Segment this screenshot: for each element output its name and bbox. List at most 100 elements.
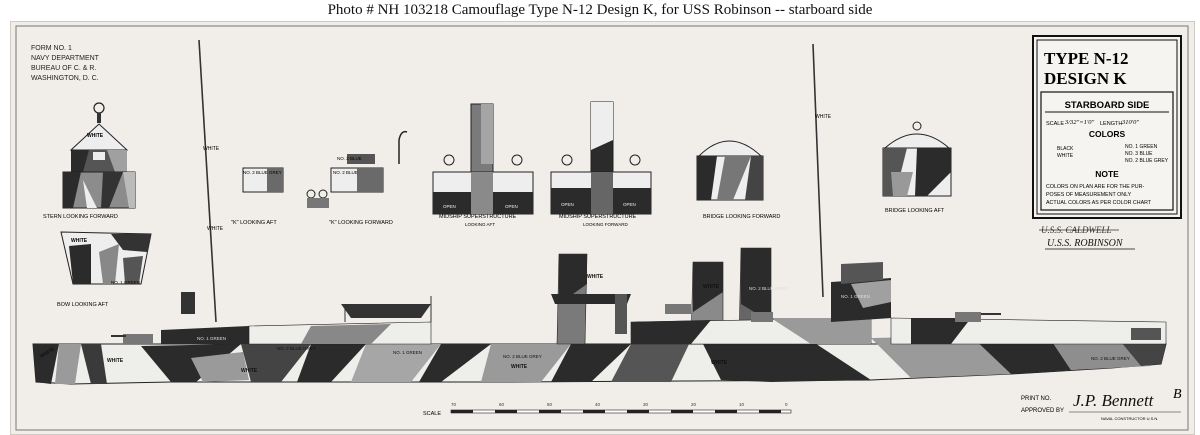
hull-camo xyxy=(351,344,441,382)
searchlight xyxy=(912,121,922,131)
aft-mast xyxy=(198,39,217,323)
camo-patch xyxy=(591,102,613,150)
camo-patch xyxy=(123,256,143,284)
bridge-top xyxy=(841,262,883,284)
scale-label: SCALE xyxy=(423,411,441,417)
white-label: WHITE xyxy=(587,274,604,280)
title-box-frame xyxy=(1032,35,1182,219)
note-heading: NOTE xyxy=(1095,169,1119,179)
hull-camo xyxy=(871,336,1011,378)
white-label: WHITE xyxy=(241,368,258,374)
blue-grey-label: NO. 2 BLUE GREY xyxy=(243,170,282,175)
vent xyxy=(318,189,328,199)
bow-view-label: BOW LOOKING AFT xyxy=(57,302,109,308)
camo-patch xyxy=(357,168,383,192)
scale-tick-label: 0 xyxy=(785,402,788,407)
bridge-top xyxy=(883,133,951,149)
hull-camo xyxy=(701,334,871,382)
camo-patch xyxy=(71,150,89,172)
white-label: WHITE xyxy=(203,146,220,152)
scale-prefix: SCALE xyxy=(1046,121,1064,127)
white-color-label: WHITE xyxy=(1057,153,1074,159)
hull-camo xyxy=(81,344,107,384)
camo-patch xyxy=(107,150,127,172)
fore-mast xyxy=(812,43,824,298)
length-value: 310'0" xyxy=(1121,119,1139,126)
open-label: OPEN xyxy=(443,204,456,209)
white-label: WHITE xyxy=(87,133,104,139)
open-label: OPEN xyxy=(505,204,518,209)
camo-patch xyxy=(745,156,763,200)
green-label: NO. 1 GREEN xyxy=(197,336,226,341)
scale-tick-label: 30 xyxy=(643,402,649,407)
funnel-stay xyxy=(615,294,627,334)
hull-camo xyxy=(551,344,631,382)
hull-camo xyxy=(141,344,241,382)
camo-patch xyxy=(717,156,751,200)
camouflage-drawing: FORM NO. 1 NAVY DEPARTMENT BUREAU OF C. … xyxy=(15,25,1189,431)
c-label: C xyxy=(911,180,915,186)
open-label: OPEN xyxy=(623,202,636,207)
funnel-camo xyxy=(693,262,723,312)
title-box-lower-frame xyxy=(1040,91,1174,211)
white-label: WHITE xyxy=(703,284,720,290)
camo-patch xyxy=(481,104,493,164)
whaleboat xyxy=(341,304,431,318)
plan-border xyxy=(15,25,1189,431)
color-list-item: NO. 2 BLUE GREY xyxy=(1125,158,1169,164)
hull-camo xyxy=(191,352,249,382)
color-list-item: NO. 1 GREEN xyxy=(1125,144,1158,150)
deck-camo xyxy=(911,318,971,344)
blue-label: NO. 2 BLUE xyxy=(333,170,358,175)
camo-patch xyxy=(123,172,135,208)
vent xyxy=(306,189,316,199)
midship-aft-label: MIDSHIP SUPERSTRUCTURE xyxy=(439,214,517,220)
camo-patch xyxy=(591,172,613,214)
form-line: WASHINGTON, D. C. xyxy=(31,75,99,82)
vent xyxy=(511,154,523,166)
camo-patch xyxy=(111,234,151,252)
fwd-gun-mount xyxy=(955,312,981,322)
hull-camo xyxy=(971,336,1071,374)
scale-tick-label: 40 xyxy=(595,402,601,407)
searchlight xyxy=(93,102,105,114)
hull-camo xyxy=(55,344,81,384)
camo-patch xyxy=(99,244,119,284)
blue-grey-label: NO. 2 BLUE GREY xyxy=(749,286,788,291)
camo-patch xyxy=(93,152,105,160)
midship-fwd-sublabel: LOOKING FORWARD xyxy=(583,222,629,227)
k-structure xyxy=(307,198,329,208)
note-line: ACTUAL COLORS AS PER COLOR CHART xyxy=(1046,200,1152,206)
camo-patch xyxy=(697,156,717,200)
midship-aft-view: OPEN OPEN MIDSHIP SUPERSTRUCTURE LOOKING… xyxy=(432,103,534,227)
title-box: TYPE N-12 DESIGN K STARBOARD SIDE SCALE … xyxy=(1032,35,1182,219)
white-label: WHITE xyxy=(815,114,832,120)
bow-gun xyxy=(1131,328,1161,340)
vent xyxy=(443,154,455,166)
k-fwd-view: NO. 2 BLUE NO. 2 BLUE "K" LOOKING FORWAR… xyxy=(306,130,408,226)
title-box-inner-frame xyxy=(1036,39,1178,215)
hull-camo xyxy=(297,344,366,382)
bridge-top xyxy=(697,140,763,157)
camo-patch xyxy=(63,172,81,208)
vent xyxy=(561,154,573,166)
hull-camo xyxy=(481,344,571,382)
k-aft-view: NO. 2 BLUE GREY "K" LOOKING AFT xyxy=(231,167,284,226)
corner-mark: B xyxy=(1173,387,1182,402)
funnel-camo xyxy=(741,248,771,322)
type-title: TYPE N-12 xyxy=(1044,49,1129,68)
bridge-aft-view: C BRIDGE LOOKING AFT xyxy=(882,121,952,214)
midship-fwd-label: MIDSHIP SUPERSTRUCTURE xyxy=(559,214,637,220)
bridge-aft-label: BRIDGE LOOKING AFT xyxy=(885,208,945,214)
current-ship-name: U.S.S. ROBINSON xyxy=(1047,238,1124,249)
deck-camo xyxy=(771,318,871,344)
white-label: WHITE xyxy=(711,360,728,366)
signature: J.P. Bennett xyxy=(1073,391,1155,410)
starboard-side-label: STARBOARD SIDE xyxy=(1065,100,1150,111)
form-line: NAVY DEPARTMENT xyxy=(31,55,100,62)
photo-caption: Photo # NH 103218 Camouflage Type N-12 D… xyxy=(327,2,873,18)
k-aft-label: "K" LOOKING AFT xyxy=(231,220,277,226)
blue-label: NO. 2 BLUE xyxy=(337,156,362,161)
stern-view: WHITE STERN LOOKING FORWARD xyxy=(43,102,136,220)
aft-gun xyxy=(181,292,195,314)
